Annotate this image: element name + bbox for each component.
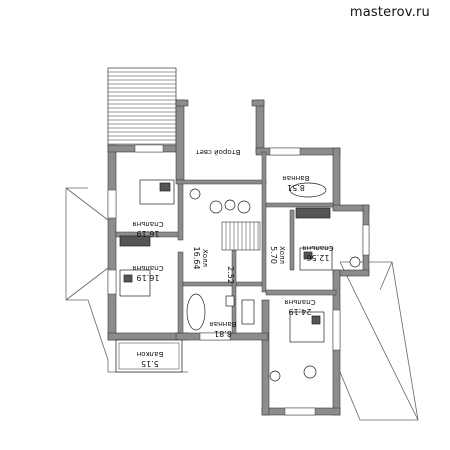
stair-interior [221, 221, 261, 251]
label-hall-east: Холл [278, 246, 286, 264]
label-bedroom-ne: Спальня [302, 244, 333, 252]
area-bath-ne: 8.51 [287, 183, 305, 192]
stair-north-treads [108, 71, 176, 145]
bed-w [119, 269, 151, 297]
area-bedroom-ne: 12.56 [307, 253, 330, 262]
label-balcony: Балкон [137, 350, 164, 358]
area-bath-center: 8.81 [214, 329, 232, 338]
watermark: masterov.ru [349, 5, 430, 20]
area-bedroom-w: 16.19 [137, 273, 160, 282]
area-bedroom-nw: 16.19 [137, 229, 160, 238]
area-wc: 2.52 [226, 266, 235, 284]
label-hall-center: Холл [201, 249, 209, 267]
room-labels: Спальня 16.19 Спальня 16.19 Холл 16.64 В… [132, 148, 333, 368]
balcony [115, 339, 183, 373]
armchair-2 [237, 200, 251, 214]
windows [107, 144, 370, 416]
stair-interior-treads [225, 222, 259, 250]
area-bedroom-se: 24.19 [289, 307, 312, 316]
bathtub-ne [289, 182, 327, 198]
area-hall-center: 16.64 [192, 247, 201, 270]
bathtub-center [186, 293, 206, 331]
label-bedroom-se: Спальня [284, 298, 315, 306]
label-bedroom-nw: Спальня [132, 220, 163, 228]
armchair-1 [209, 200, 223, 214]
area-balcony: 5.15 [141, 359, 159, 368]
label-void: Второй свет [195, 148, 240, 156]
label-bedroom-w: Спальня [132, 264, 163, 272]
label-bath-center: Ванная [210, 320, 237, 328]
furniture [119, 179, 361, 382]
area-hall-east: 5.70 [269, 246, 278, 264]
label-bath-ne: Ванная [283, 174, 310, 182]
